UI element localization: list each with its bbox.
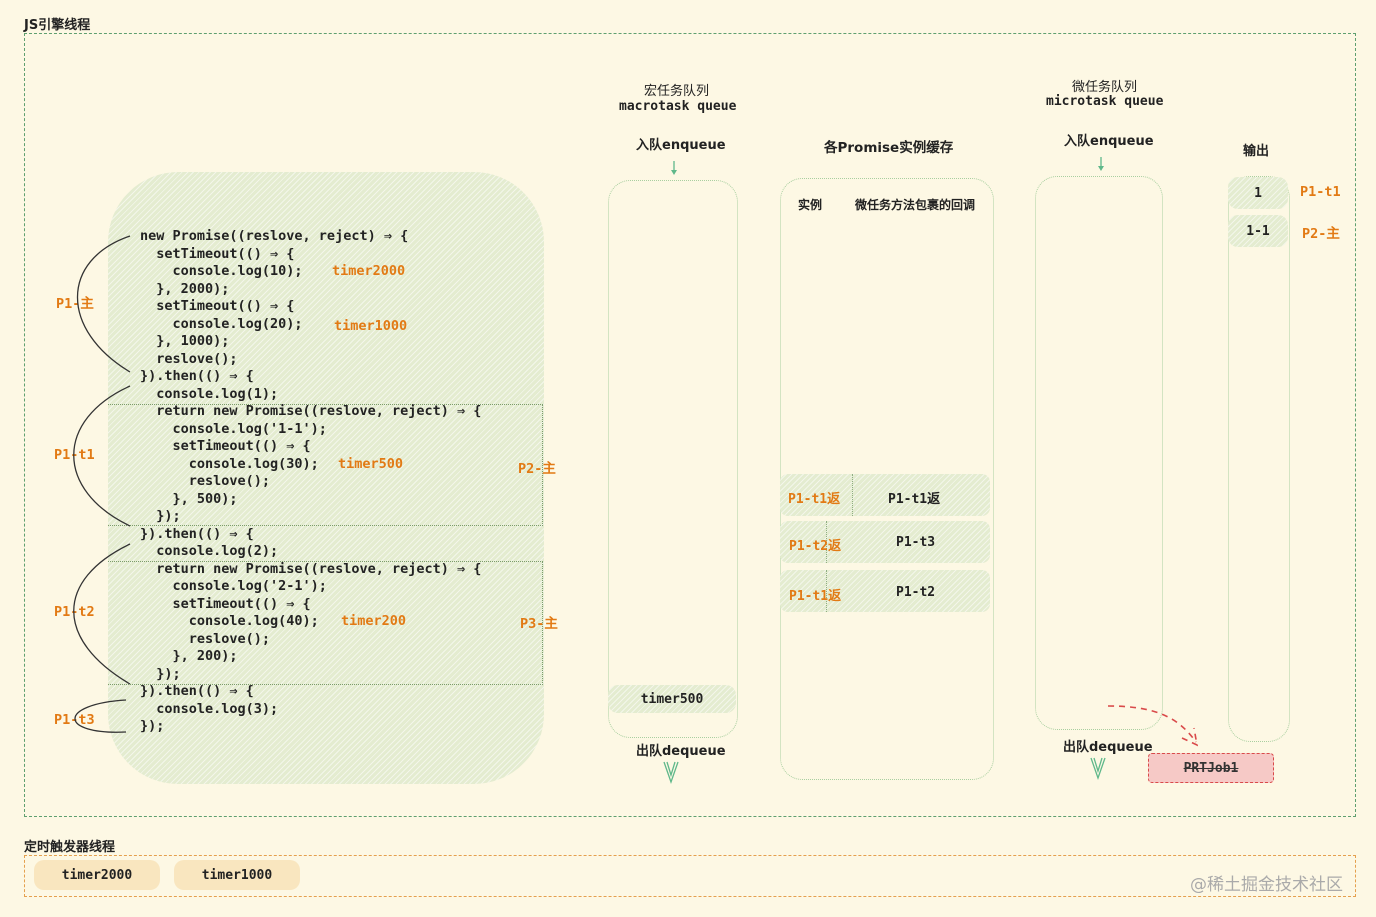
js-engine-thread-frame xyxy=(24,33,1356,817)
output-item-tag: P1-t1 xyxy=(1300,184,1341,200)
code-line: console.log(30); xyxy=(140,455,319,472)
microtask-queue xyxy=(1035,176,1163,730)
promise-cache-title: 各Promise实例缓存 xyxy=(824,140,954,156)
output-title: 输出 xyxy=(1243,144,1270,159)
inline-timer500: timer500 xyxy=(338,456,404,472)
promise-cache-row-divider xyxy=(852,474,853,516)
code-line: console.log(1); xyxy=(140,385,279,402)
brace-p1-main xyxy=(76,235,131,373)
microtask-dequeue-label: 出队dequeue xyxy=(1063,740,1153,755)
code-line: }); xyxy=(140,665,181,682)
promise-cache-instance: P1-t2返 xyxy=(789,539,842,554)
promise-cache-callback: P1-t3 xyxy=(896,535,936,550)
code-line: }).then(() ⇒ { xyxy=(140,525,254,542)
promise-cache-row xyxy=(780,521,990,563)
code-line: }, 500); xyxy=(140,490,238,507)
macrotask-item: timer500 xyxy=(608,685,736,713)
code-line: console.log(3); xyxy=(140,700,279,717)
output-queue xyxy=(1228,176,1290,742)
code-line: setTimeout(() ⇒ { xyxy=(140,595,311,612)
timer-thread-item: timer2000 xyxy=(34,860,160,890)
inline-timer1000: timer1000 xyxy=(334,318,408,334)
code-line: }, 200); xyxy=(140,648,238,664)
output-item: 1-1 xyxy=(1228,215,1288,247)
microtask-title-cn: 微任务队列 xyxy=(1072,80,1138,95)
label-p1-t3: P1-t3 xyxy=(54,712,95,728)
promise-cache-col-callback: 微任务方法包裹的回调 xyxy=(855,198,976,212)
macrotask-title-en: macrotask queue xyxy=(619,99,737,114)
code-line: console.log('2-1'); xyxy=(140,578,327,594)
microtask-enqueue-label: 入队enqueue xyxy=(1064,134,1154,149)
code-line: reslove(); xyxy=(140,473,271,489)
inline-timer2000: timer2000 xyxy=(332,263,406,279)
code-line: }).then(() ⇒ { xyxy=(140,368,254,384)
code-line: }, 2000); xyxy=(140,280,230,297)
macrotask-queue xyxy=(608,180,738,738)
code-line: new Promise((reslove, reject) ⇒ { xyxy=(140,228,409,244)
brace-p1-t3 xyxy=(74,699,127,733)
promise-cache-row-divider xyxy=(826,521,827,563)
promise-cache-row-divider xyxy=(826,570,827,612)
promise-cache-callback: P1-t1返 xyxy=(888,492,941,507)
js-engine-thread-title: JS引擎线程 xyxy=(24,18,91,33)
inline-timer200: timer200 xyxy=(341,613,407,629)
macrotask-dequeue-label: 出队dequeue xyxy=(636,744,726,759)
code-line: console.log(10); xyxy=(140,263,303,279)
code-line: }); xyxy=(140,508,181,524)
code-line: console.log(2); xyxy=(140,543,279,559)
code-line: console.log('1-1'); xyxy=(140,420,327,437)
promise-cache-instance: P1-t1返 xyxy=(789,589,842,604)
label-p1-main: P1-主 xyxy=(56,296,94,312)
code-line: console.log(40); xyxy=(140,613,319,629)
code-line: setTimeout(() ⇒ { xyxy=(140,438,311,454)
code-line: reslove(); xyxy=(140,630,271,647)
prt-job: PRTJob1 xyxy=(1148,753,1274,783)
brace-p1-t2 xyxy=(73,543,131,685)
code-line: console.log(20); xyxy=(140,315,303,332)
label-p3-main: P3-主 xyxy=(520,616,558,632)
watermark: @稀土掘金技术社区 xyxy=(1190,875,1343,895)
brace-p1-t1 xyxy=(73,385,131,527)
timer-thread-frame xyxy=(24,855,1356,897)
code-line: setTimeout(() ⇒ { xyxy=(140,298,295,314)
code-block xyxy=(108,172,544,784)
timer-thread-title: 定时触发器线程 xyxy=(24,840,116,855)
promise-cache-instance: P1-t1返 xyxy=(788,492,841,507)
microtask-title-en: microtask queue xyxy=(1046,94,1164,109)
code-line: }).then(() ⇒ { xyxy=(140,683,254,699)
code-line: }); xyxy=(140,718,165,734)
p2-section-box xyxy=(108,404,543,526)
p3-section-box xyxy=(108,561,543,685)
output-item-tag: P2-主 xyxy=(1302,226,1340,242)
promise-cache-callback: P1-t2 xyxy=(896,585,936,600)
promise-cache-col-instance: 实例 xyxy=(798,198,823,212)
code-line: return new Promise((reslove, reject) ⇒ { xyxy=(140,560,482,577)
code-line: }, 1000); xyxy=(140,333,230,349)
promise-cache-row xyxy=(780,570,990,612)
promise-cache-row xyxy=(780,474,990,516)
macrotask-enqueue-label: 入队enqueue xyxy=(636,138,726,153)
output-item: 1 xyxy=(1228,177,1288,209)
code-line: reslove(); xyxy=(140,350,238,367)
code-line: setTimeout(() ⇒ { xyxy=(140,245,295,262)
timer-thread-item: timer1000 xyxy=(174,860,300,890)
code-line: return new Promise((reslove, reject) ⇒ { xyxy=(140,403,482,419)
macrotask-title-cn: 宏任务队列 xyxy=(644,84,710,99)
label-p2-main: P2-主 xyxy=(518,461,556,477)
